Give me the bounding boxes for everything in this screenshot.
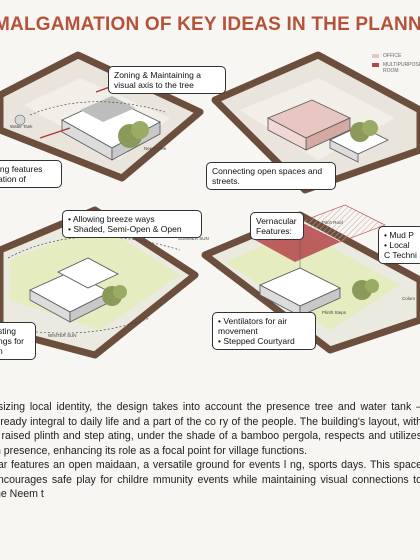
description-paragraph-2: ear features an open maidaan, a versatil… <box>0 459 420 500</box>
callout-ventilators: Ventilators for air movement Stepped Cou… <box>212 312 316 350</box>
label-summer-sun: SUMMER SUN <box>178 236 209 241</box>
callout-ventilators-item-1: Ventilators for air movement <box>218 316 310 336</box>
legend: OFFICE MULTIPURPOSE ROOM <box>372 53 420 77</box>
legend-item-office: OFFICE <box>372 53 413 59</box>
callout-breeze: Allowing breeze ways Shaded, Semi-Open &… <box>62 210 202 238</box>
legend-swatch-multipurpose <box>372 63 379 67</box>
planning-diagrams <box>0 51 420 359</box>
legend-swatch-office <box>372 54 379 58</box>
label-water-tank: Water Tank <box>10 124 33 129</box>
label-plinth-steps: Plinth Steps <box>322 310 347 315</box>
diagram-zoning <box>0 51 204 182</box>
description: asizing local identity, the design takes… <box>0 400 420 502</box>
callout-breeze-item-2: Shaded, Semi-Open & Open <box>68 224 196 234</box>
callout-mud: Mud P Local C Techni <box>378 226 420 264</box>
callout-features: ing features ation of <box>0 160 62 188</box>
page-title: MALGAMATION OF KEY IDEAS IN THE PLANNI <box>0 14 420 35</box>
callout-zoning: Zoning & Maintaining a visual axis to th… <box>108 66 226 94</box>
legend-item-multipurpose: MULTIPURPOSE ROOM <box>372 62 420 74</box>
callout-mud-item-2: Local C Techni <box>384 240 418 260</box>
callout-open-spaces: Connecting open spaces and streets. <box>206 162 336 190</box>
callout-existing: sting ngs for n <box>0 322 36 360</box>
diagram-breeze <box>0 206 199 359</box>
callout-vernacular: Vernacular Features: <box>250 212 304 240</box>
label-neem-tree: Neem Tree <box>144 146 167 151</box>
label-column: Colum <box>402 296 416 301</box>
description-paragraph-1: asizing local identity, the design takes… <box>0 401 420 457</box>
callout-breeze-item-1: Allowing breeze ways <box>68 214 196 224</box>
callout-mud-item-1: Mud P <box>384 230 418 240</box>
callout-ventilators-item-2: Stepped Courtyard <box>218 336 310 346</box>
label-winter-sun: WINTER SUN <box>48 333 77 338</box>
label-pitch-roof: Pitch Roof <box>322 220 343 225</box>
